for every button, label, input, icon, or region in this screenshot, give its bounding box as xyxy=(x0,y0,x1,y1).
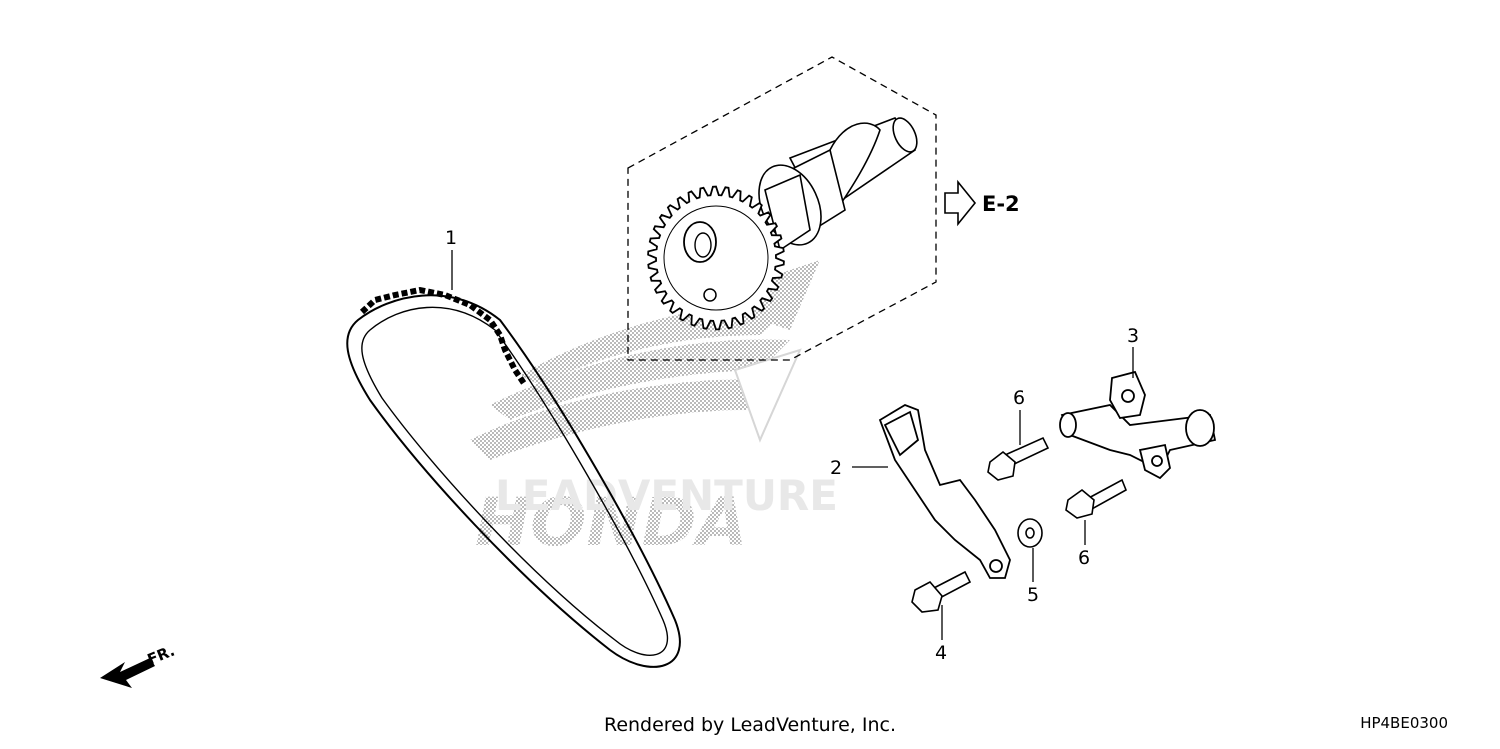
callout-2: 2 xyxy=(830,457,842,479)
tensioner-arm xyxy=(878,404,1011,579)
leadventure-watermark-text: LEADVENTURE xyxy=(495,471,838,520)
bolt-part-6-lower xyxy=(1065,478,1128,519)
direction-label: FR. xyxy=(145,642,178,669)
camshaft xyxy=(758,117,918,252)
reference-arrow-e2: E-2 xyxy=(944,179,1020,227)
bolt-part-4 xyxy=(911,570,972,613)
credit-text: Rendered by LeadVenture, Inc. xyxy=(603,714,897,736)
cam-sprocket xyxy=(647,185,785,331)
washer-part-5 xyxy=(1017,518,1043,548)
callout-6-upper: 6 xyxy=(1013,387,1025,409)
callout-5: 5 xyxy=(1027,584,1039,606)
callout-1: 1 xyxy=(445,227,457,249)
callout-leaders xyxy=(451,250,1134,640)
reference-label: E-2 xyxy=(982,192,1020,216)
camshaft-group-outline xyxy=(627,56,937,361)
diagram-code: HP4BE0300 xyxy=(1360,714,1448,732)
cam-chain xyxy=(346,286,681,668)
honda-wing-watermark: HONDA LEADVENTURE xyxy=(470,260,838,561)
callout-3: 3 xyxy=(1127,325,1139,347)
tensioner-lifter xyxy=(1059,370,1217,480)
bolt-part-6-upper xyxy=(987,436,1050,481)
callout-4: 4 xyxy=(935,642,947,664)
callout-6-lower: 6 xyxy=(1078,547,1090,569)
front-direction-arrow: FR. xyxy=(100,642,177,688)
